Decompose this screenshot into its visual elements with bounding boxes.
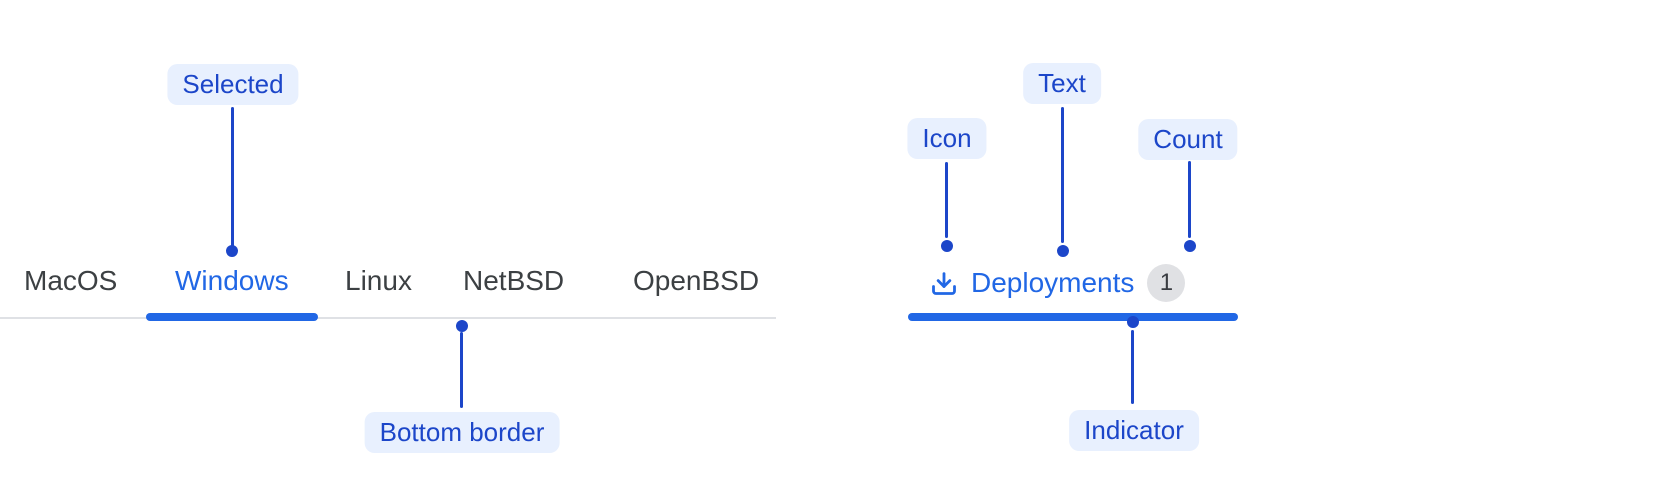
tab-macos[interactable]: MacOS: [24, 265, 118, 296]
callout-text-label: Text: [1023, 63, 1101, 104]
callout-icon-dot: [941, 240, 953, 252]
callout-bottom-border-line: [460, 332, 463, 408]
tab-linux[interactable]: Linux: [345, 265, 412, 296]
callout-count-dot: [1184, 240, 1196, 252]
callout-count-line: [1188, 161, 1191, 238]
callout-text-dot: [1057, 245, 1069, 257]
tab-openbsd[interactable]: OpenBSD: [633, 265, 760, 296]
callout-indicator-line: [1131, 330, 1134, 404]
tab-netbsd[interactable]: NetBSD: [463, 265, 565, 296]
callout-selected-dot: [226, 245, 238, 257]
callout-indicator-label: Indicator: [1069, 410, 1199, 451]
callout-count-label: Count: [1138, 119, 1238, 160]
selected-tab-indicator: [146, 313, 318, 321]
callout-bottom-border-dot: [456, 320, 468, 332]
download-icon: [932, 272, 956, 295]
callout-text-line: [1061, 107, 1064, 243]
tab-deployments-label: Deployments: [971, 267, 1135, 298]
callout-bottom-border-label: Bottom border: [364, 412, 560, 453]
callout-icon-line: [945, 162, 948, 238]
callout-selected-line: [231, 107, 234, 247]
tab-deployments[interactable]: Deployments 1: [930, 260, 1186, 306]
callout-indicator-dot: [1127, 316, 1139, 328]
tabbar-bottom-border: [0, 317, 776, 319]
deployments-tab-indicator: [908, 313, 1238, 321]
callout-selected-label: Selected: [167, 64, 299, 105]
callout-icon-label: Icon: [907, 118, 987, 159]
count-badge: 1: [1147, 264, 1186, 302]
tab-windows[interactable]: Windows: [175, 265, 289, 296]
